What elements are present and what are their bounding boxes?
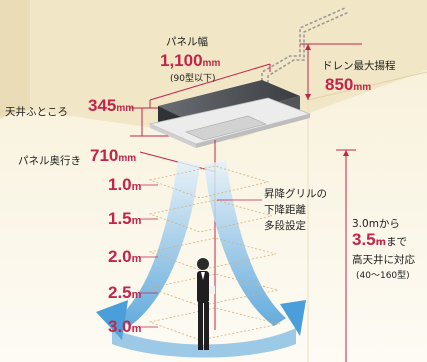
height-value: 1.5 (108, 209, 132, 228)
ceiling-depth-label: 天井ふところ (5, 106, 68, 118)
panel-width-value: 1,100mm (160, 51, 220, 71)
level-1-5 (148, 199, 273, 233)
panel-width-label: パネル幅 (166, 36, 208, 48)
level-2-0 (148, 237, 277, 271)
drain-dim-arrow-top (305, 44, 311, 50)
panel-depth-unit: mm (118, 153, 137, 164)
ceiling-shade (0, 0, 30, 118)
panel-width-note: (90型以下) (170, 74, 216, 84)
drain-unit: mm (353, 82, 372, 93)
drain-label: ドレン最大揚程 (322, 60, 396, 72)
level-2-5 (148, 273, 279, 307)
ceiling-depth-value: 345mm (88, 96, 134, 116)
ceiling-plane (30, 0, 427, 140)
person-figure (197, 258, 215, 350)
ceiling-height-line4: (40〜160型) (356, 271, 410, 281)
ceiling-height-value: 3.5 (352, 230, 376, 249)
height-value: 2.0 (108, 247, 132, 266)
unit-panel-edge-2 (196, 114, 310, 148)
unit-body-top (158, 80, 300, 124)
unit-panel-edge (150, 124, 196, 148)
panel-width-unit: mm (202, 58, 221, 69)
height-unit: m (131, 323, 142, 335)
panel-depth-number: 710 (90, 146, 119, 165)
grille-text-1: 昇降グリルの (264, 188, 327, 200)
height-value: 3.0 (108, 317, 132, 336)
grille-text-2: 下降距離 (264, 204, 306, 216)
height-label-3-0: 3.0m (108, 317, 141, 337)
ceiling-depth-number: 345 (88, 96, 117, 115)
level-1-0 (148, 165, 270, 199)
height-unit: m (131, 215, 142, 227)
drain-pipe-2 (267, 11, 350, 108)
wall-edge (307, 71, 427, 101)
airflow-base (112, 328, 296, 358)
drain-value: 850mm (325, 75, 371, 95)
height-value: 1.0 (108, 175, 132, 194)
height-unit: m (131, 289, 142, 301)
height-value: 2.5 (108, 283, 132, 302)
ceiling-height-main: 3.5mまで (352, 230, 407, 250)
height-unit: m (131, 181, 142, 193)
height-connectors (140, 184, 158, 328)
drain-pipe (261, 7, 346, 106)
drain-number: 850 (325, 75, 354, 94)
panel-width-number: 1,100 (160, 51, 203, 70)
height-label-1-5: 1.5m (108, 209, 141, 229)
panel-depth-label: パネル奥行き (18, 155, 81, 167)
height-unit: m (131, 253, 142, 265)
airflow-left (96, 160, 200, 340)
ceiling-height-suffix: まで (386, 236, 408, 248)
level-3-0 (148, 307, 281, 341)
ceiling-height-unit: m (375, 237, 387, 248)
ceiling-height-arrow (343, 150, 349, 156)
ceiling-height-prefix: 3.0mから (352, 218, 400, 230)
panel-width-dim (149, 63, 271, 101)
height-levels (148, 165, 281, 341)
ceiling-height-line3: 高天井に対応 (352, 254, 415, 266)
grille-text-3: 多段設定 (264, 220, 306, 232)
unit-grille (185, 115, 267, 141)
drain-dim-arrow-bottom (305, 94, 311, 100)
panel-depth-value: 710mm (90, 146, 136, 166)
airflow-right (204, 160, 306, 336)
height-label-2-5: 2.5m (108, 283, 141, 303)
height-label-2-0: 2.0m (108, 247, 141, 267)
ceiling-depth-unit: mm (116, 103, 135, 114)
height-label-1-0: 1.0m (108, 175, 141, 195)
